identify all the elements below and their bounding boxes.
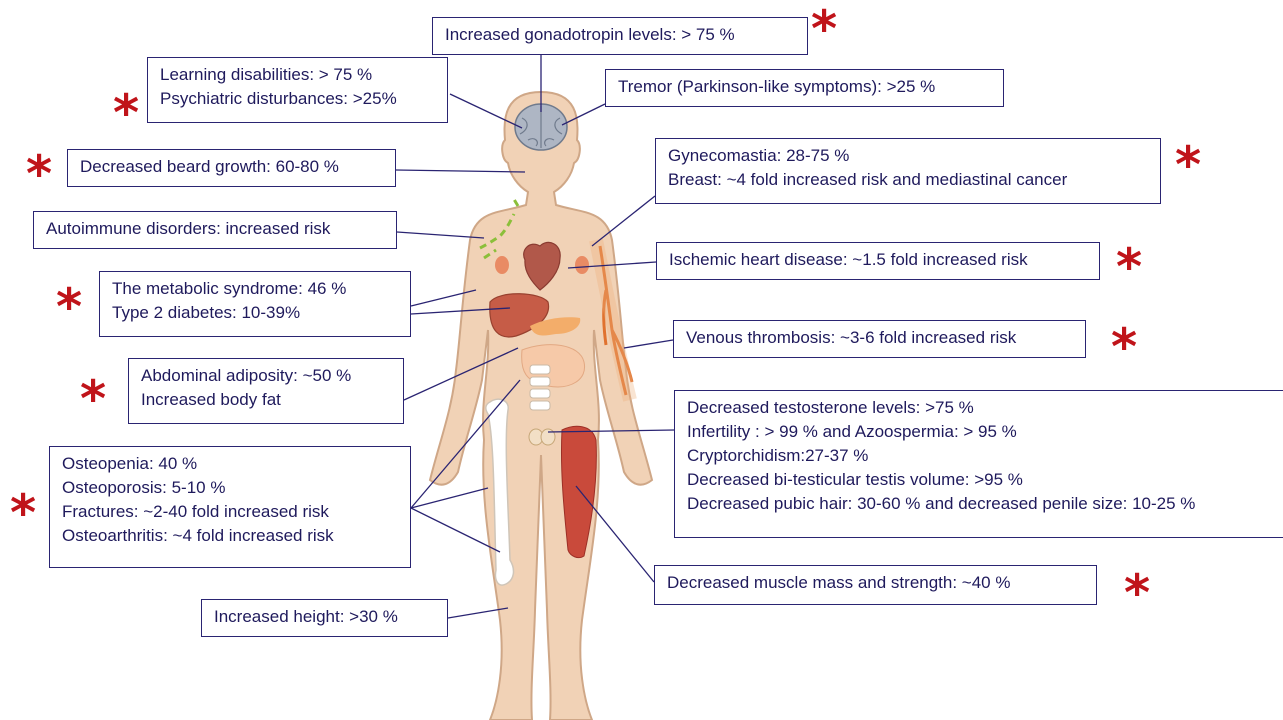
breast-marker-left (495, 256, 509, 274)
osteopenia-text: Osteopenia: 40 % (62, 452, 398, 476)
ischemic-label-box: Ischemic heart disease: ~1.5 fold increa… (656, 242, 1100, 280)
breast-marker-right (575, 256, 589, 274)
gonadotropin-asterisk: * (811, 4, 837, 54)
gynecomastia-label-box: Gynecomastia: 28-75 % Breast: ~4 fold in… (655, 138, 1161, 204)
infertility-text: Infertility : > 99 % and Azoospermia: > … (687, 420, 1271, 444)
learning-label-box: Learning disabilities: > 75 % Psychiatri… (147, 57, 448, 123)
fractures-text: Fractures: ~2-40 fold increased risk (62, 500, 398, 524)
diabetes-text: Type 2 diabetes: 10-39% (112, 301, 398, 325)
body-fat-text: Increased body fat (141, 388, 391, 412)
tremor-text: Tremor (Parkinson-like symptoms): >25 % (618, 75, 991, 99)
beard-label-box: Decreased beard growth: 60-80 % (67, 149, 396, 187)
muscle-label-box: Decreased muscle mass and strength: ~40 … (654, 565, 1097, 605)
testosterone-text: Decreased testosterone levels: >75 % (687, 396, 1271, 420)
learning-asterisk: * (113, 88, 139, 138)
osteoporosis-text: Osteoporosis: 5-10 % (62, 476, 398, 500)
metabolic-asterisk: * (56, 282, 82, 332)
metabolic-label-box: The metabolic syndrome: 46 % Type 2 diab… (99, 271, 411, 337)
autoimmune-text: Autoimmune disorders: increased risk (46, 217, 384, 241)
venous-text: Venous thrombosis: ~3-6 fold increased r… (686, 326, 1073, 350)
psychiatric-text: Psychiatric disturbances: >25% (160, 87, 435, 111)
pubic-hair-text: Decreased pubic hair: 30-60 % and decrea… (687, 492, 1271, 516)
beard-asterisk: * (26, 149, 52, 199)
gonadotropin-text: Increased gonadotropin levels: > 75 % (445, 23, 795, 47)
breast-cancer-text: Breast: ~4 fold increased risk and media… (668, 168, 1148, 192)
muscle-asterisk: * (1124, 568, 1150, 618)
testis-volume-text: Decreased bi-testicular testis volume: >… (687, 468, 1271, 492)
ischemic-asterisk: * (1116, 242, 1142, 292)
metabolic-syndrome-text: The metabolic syndrome: 46 % (112, 277, 398, 301)
osteoarthritis-text: Osteoarthritis: ~4 fold increased risk (62, 524, 398, 548)
bone-asterisk: * (10, 488, 36, 538)
gynecomastia-text: Gynecomastia: 28-75 % (668, 144, 1148, 168)
tremor-label-box: Tremor (Parkinson-like symptoms): >25 % (605, 69, 1004, 107)
testosterone-label-box: Decreased testosterone levels: >75 % Inf… (674, 390, 1283, 538)
learning-disabilities-text: Learning disabilities: > 75 % (160, 63, 435, 87)
gynecomastia-asterisk: * (1175, 140, 1201, 190)
bone-label-box: Osteopenia: 40 % Osteoporosis: 5-10 % Fr… (49, 446, 411, 568)
autoimmune-label-box: Autoimmune disorders: increased risk (33, 211, 397, 249)
abdominal-asterisk: * (80, 374, 106, 424)
beard-text: Decreased beard growth: 60-80 % (80, 155, 383, 179)
abdominal-adiposity-text: Abdominal adiposity: ~50 % (141, 364, 391, 388)
muscle-text: Decreased muscle mass and strength: ~40 … (667, 571, 1084, 595)
venous-label-box: Venous thrombosis: ~3-6 fold increased r… (673, 320, 1086, 358)
height-text: Increased height: >30 % (214, 605, 435, 629)
ischemic-text: Ischemic heart disease: ~1.5 fold increa… (669, 248, 1087, 272)
gonadotropin-label-box: Increased gonadotropin levels: > 75 % (432, 17, 808, 55)
cryptorchidism-text: Cryptorchidism:27-37 % (687, 444, 1271, 468)
venous-asterisk: * (1111, 322, 1137, 372)
abdominal-label-box: Abdominal adiposity: ~50 % Increased bod… (128, 358, 404, 424)
height-label-box: Increased height: >30 % (201, 599, 448, 637)
